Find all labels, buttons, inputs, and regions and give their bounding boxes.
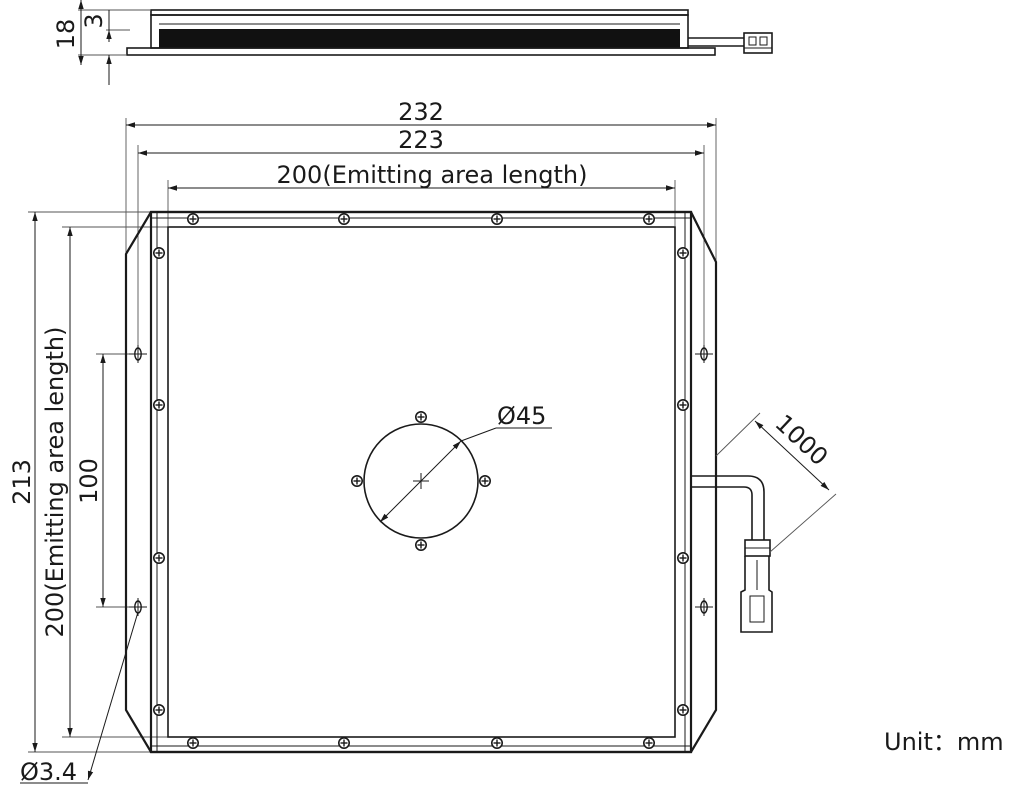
- dim-cable-length: 1000: [770, 409, 834, 471]
- center-hole: Ø45: [350, 402, 552, 552]
- dim-height-total: 18: [52, 19, 80, 50]
- screw-icon: [490, 736, 504, 750]
- screw-icon: [676, 703, 690, 717]
- screw-icon: [478, 474, 492, 488]
- mount-hole-icon: [694, 597, 714, 617]
- dim-width-frame: 223: [398, 126, 444, 154]
- dim-width-emitting: 200(Emitting area length): [277, 161, 588, 189]
- screw-icon: [337, 736, 351, 750]
- screw-icon: [153, 247, 165, 260]
- mount-hole-icon: [694, 344, 714, 364]
- side-view: [126, 9, 773, 56]
- screw-icon: [414, 538, 428, 552]
- dim-height-outer: 213: [8, 459, 36, 505]
- cable-assembly: 1000: [691, 409, 837, 633]
- top-width-dims: 232 223 200(Emitting area length): [125, 98, 717, 350]
- mount-hole-leader: Ø3.4: [20, 611, 139, 786]
- screw-icon: [642, 736, 656, 750]
- dim-height-emitting: 200(Emitting area length): [41, 327, 69, 638]
- unit-label: Unit：mm: [884, 728, 1004, 756]
- dim-center-hole: Ø45: [497, 402, 546, 430]
- screw-icon: [187, 736, 199, 750]
- screw-icon: [490, 213, 504, 225]
- left-height-dims: 213 200(Emitting area length) 100: [8, 211, 168, 753]
- dim-height-thin: 3: [80, 13, 108, 28]
- dim-mount-hole: Ø3.4: [20, 758, 77, 786]
- dim-width-outer: 232: [398, 98, 444, 126]
- screw-icon: [676, 551, 690, 565]
- screw-icon: [414, 410, 428, 424]
- screw-icon: [642, 213, 656, 225]
- side-height-dims: 18 3: [52, 0, 151, 85]
- dim-hole-spacing: 100: [75, 458, 103, 504]
- screw-icon: [676, 398, 690, 412]
- screw-icon: [676, 247, 690, 260]
- screw-icon: [153, 551, 165, 565]
- screw-icon: [350, 474, 364, 488]
- screw-icon: [187, 213, 199, 225]
- front-view-panel: [124, 210, 718, 754]
- screw-icon: [153, 398, 165, 412]
- screw-icon: [153, 703, 165, 717]
- mount-hole-icon: [128, 344, 148, 364]
- screw-icon: [337, 213, 351, 225]
